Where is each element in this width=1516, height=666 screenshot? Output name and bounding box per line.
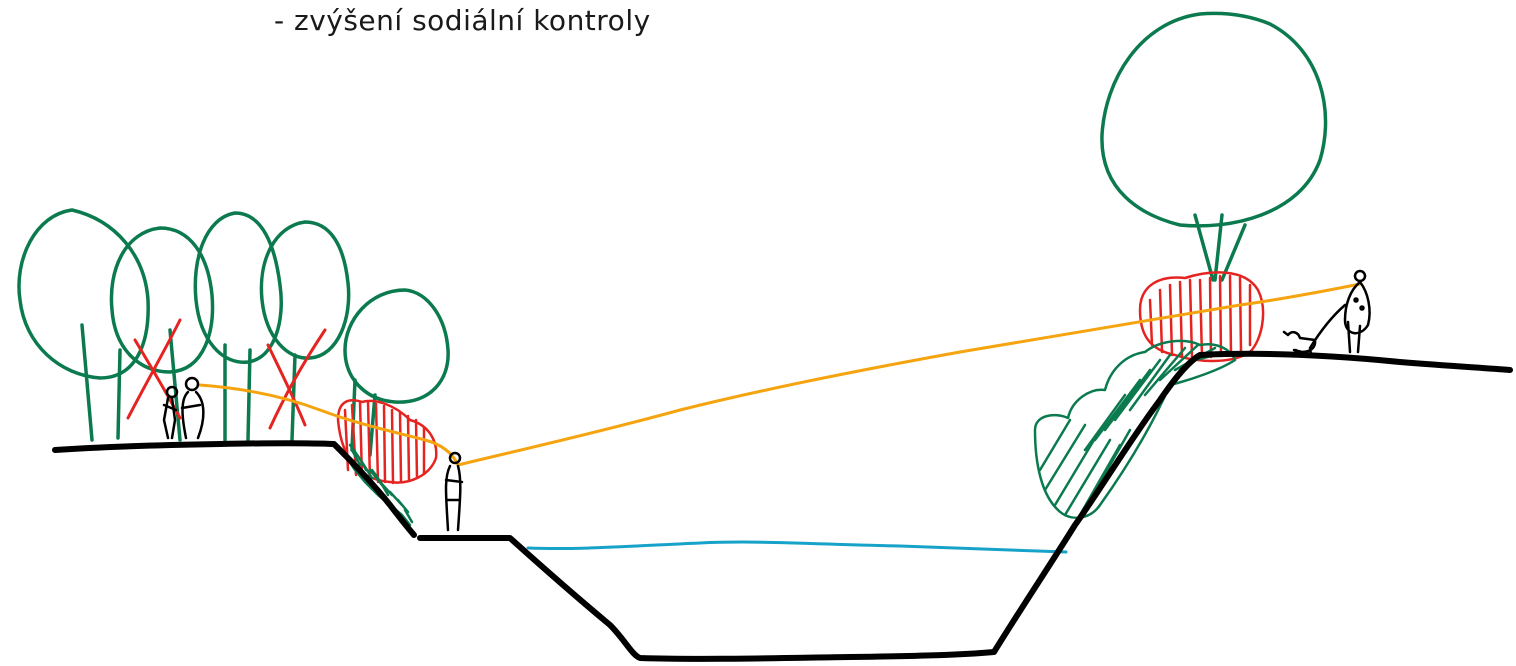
tree-outline-icon <box>1102 13 1326 225</box>
sightline <box>200 284 1360 465</box>
tree-outline-icon <box>195 213 281 362</box>
person-figure-icon <box>1310 271 1370 352</box>
shrub-scribble-icon <box>1140 272 1263 361</box>
tree-outline-icon <box>261 222 348 358</box>
shrub-scribble-icon <box>1035 341 1235 518</box>
tree-outline-icon <box>345 290 448 402</box>
water-level-line <box>528 542 1066 552</box>
person-figure-icon <box>182 378 203 438</box>
remove-cross-icon <box>268 330 325 428</box>
tree-large-right <box>1102 13 1326 280</box>
terrain-profile <box>55 354 1510 659</box>
